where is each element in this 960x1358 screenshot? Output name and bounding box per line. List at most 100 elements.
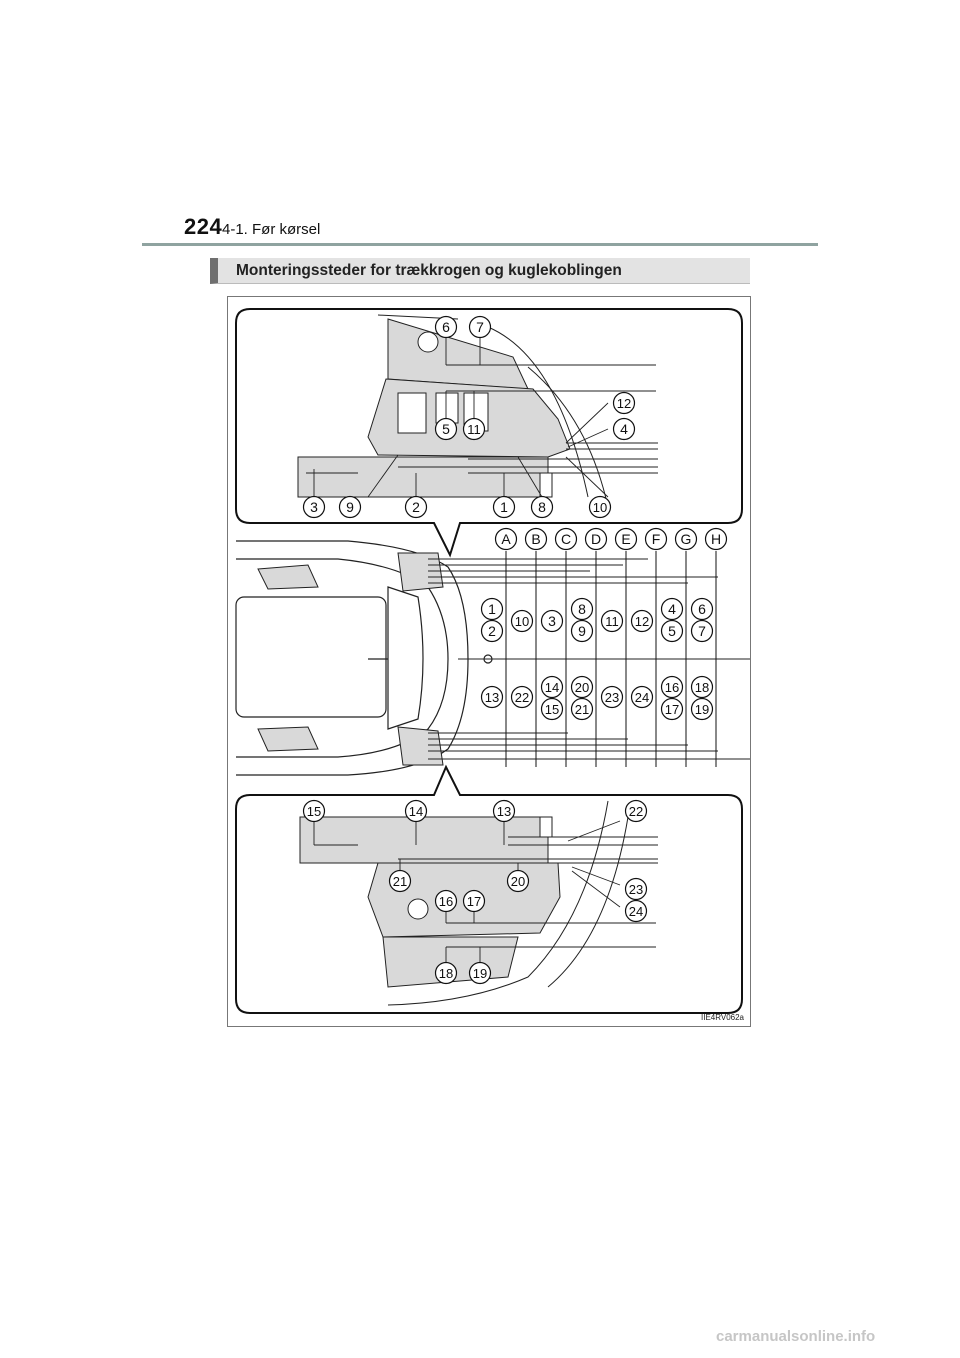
column-b-lower-22: 22	[510, 685, 534, 709]
callout-bottom-13-text: 13	[497, 804, 511, 819]
callout-top-11-text: 11	[467, 422, 481, 437]
column-h-lower-19-text: 19	[695, 702, 709, 717]
callout-top-9-text: 9	[346, 499, 354, 515]
callout-top-3: 3	[302, 495, 326, 519]
column-h-upper-7-text: 7	[698, 623, 706, 639]
callout-bottom-22: 22	[624, 799, 648, 823]
callout-bottom-17-text: 17	[467, 894, 481, 909]
top-bubble	[235, 308, 743, 558]
callout-top-1-text: 1	[500, 499, 508, 515]
callout-bottom-21: 21	[388, 869, 412, 893]
callout-bottom-24-text: 24	[629, 904, 643, 919]
column-g-text: G	[681, 531, 692, 547]
callout-bottom-18-text: 18	[439, 966, 453, 981]
callout-bottom-21-text: 21	[393, 874, 407, 889]
callout-bottom-20-text: 20	[511, 874, 525, 889]
callout-top-5: 5	[434, 417, 458, 441]
column-e: E	[614, 527, 638, 551]
column-a-upper-1-text: 1	[488, 601, 496, 617]
callout-bottom-23: 23	[624, 877, 648, 901]
callout-bottom-15-text: 15	[307, 804, 321, 819]
column-h-upper-6-text: 6	[698, 601, 706, 617]
figure-id: IIE4RV062a	[701, 1013, 744, 1022]
column-f: F	[644, 527, 668, 551]
callout-bottom-18: 18	[434, 961, 458, 985]
column-c-upper-3: 3	[540, 609, 564, 633]
column-c-lower-14-text: 14	[545, 680, 559, 695]
column-a-text: A	[501, 531, 511, 547]
callout-top-2: 2	[404, 495, 428, 519]
mount-diagram: 671245113921810151413222120231617241819A…	[235, 308, 750, 1014]
column-c: C	[554, 527, 578, 551]
column-h-upper-6: 6	[690, 597, 714, 621]
column-b-upper-10: 10	[510, 609, 534, 633]
callout-bottom-17: 17	[462, 889, 486, 913]
column-c-upper-3-text: 3	[548, 613, 556, 629]
column-a-upper-2: 2	[480, 619, 504, 643]
column-g-upper-5: 5	[660, 619, 684, 643]
column-h-text: H	[711, 531, 721, 547]
column-b-lower-22-text: 22	[515, 690, 529, 705]
callout-bottom-19: 19	[468, 961, 492, 985]
column-a-upper-1: 1	[480, 597, 504, 621]
callout-top-4-text: 4	[620, 421, 628, 437]
column-c-text: C	[561, 531, 571, 547]
column-d-upper-9: 9	[570, 619, 594, 643]
bottom-bracket	[299, 816, 561, 988]
header-rule	[142, 243, 818, 246]
bottom-bubble	[235, 764, 743, 1014]
page-number: 224	[184, 214, 223, 239]
callout-bottom-23-text: 23	[629, 882, 643, 897]
column-c-lower-14: 14	[540, 675, 564, 699]
column-g-upper-4-text: 4	[668, 601, 676, 617]
column-b-upper-10-text: 10	[515, 614, 529, 629]
callout-top-7-text: 7	[476, 319, 484, 335]
column-d-lower-20-text: 20	[575, 680, 589, 695]
column-d-lower-21-text: 21	[575, 702, 589, 717]
section-title: 4-1. Før kørsel	[222, 221, 321, 238]
callout-top-2-text: 2	[412, 499, 420, 515]
callout-bottom-20: 20	[506, 869, 530, 893]
column-h-lower-18: 18	[690, 675, 714, 699]
callout-bottom-14: 14	[404, 799, 428, 823]
column-g-lower-17: 17	[660, 697, 684, 721]
column-e-upper-11: 11	[600, 609, 624, 633]
column-g-upper-4: 4	[660, 597, 684, 621]
callout-top-9: 9	[338, 495, 362, 519]
callout-top-8: 8	[530, 495, 554, 519]
column-f-upper-12: 12	[630, 609, 654, 633]
column-f-text: F	[652, 531, 661, 547]
callout-top-1: 1	[492, 495, 516, 519]
column-a-lower-13: 13	[480, 685, 504, 709]
column-b: B	[524, 527, 548, 551]
column-g-lower-16: 16	[660, 675, 684, 699]
callout-bottom-22-text: 22	[629, 804, 643, 819]
column-d-lower-20: 20	[570, 675, 594, 699]
column-d-upper-8: 8	[570, 597, 594, 621]
column-e-lower-23: 23	[600, 685, 624, 709]
column-g-upper-5-text: 5	[668, 623, 676, 639]
callout-bottom-16: 16	[434, 889, 458, 913]
callout-top-4: 4	[612, 417, 636, 441]
column-h-lower-19: 19	[690, 697, 714, 721]
column-h-lower-18-text: 18	[695, 680, 709, 695]
column-g-lower-16-text: 16	[665, 680, 679, 695]
column-e-text: E	[621, 531, 630, 547]
callout-bottom-16-text: 16	[439, 894, 453, 909]
column-g-lower-17-text: 17	[665, 702, 679, 717]
callout-bottom-14-text: 14	[409, 804, 423, 819]
callout-top-7: 7	[468, 315, 492, 339]
callout-top-10-text: 10	[593, 500, 607, 515]
callout-top-6: 6	[434, 315, 458, 339]
callout-top-12: 12	[612, 391, 636, 415]
callout-bottom-19-text: 19	[473, 966, 487, 981]
column-d-lower-21: 21	[570, 697, 594, 721]
column-f-lower-24-text: 24	[635, 690, 649, 705]
column-e-lower-23-text: 23	[605, 690, 619, 705]
callout-top-12-text: 12	[617, 396, 631, 411]
callout-top-10: 10	[588, 495, 612, 519]
callout-top-11: 11	[462, 417, 486, 441]
column-c-lower-15: 15	[540, 697, 564, 721]
callout-bottom-13: 13	[492, 799, 516, 823]
